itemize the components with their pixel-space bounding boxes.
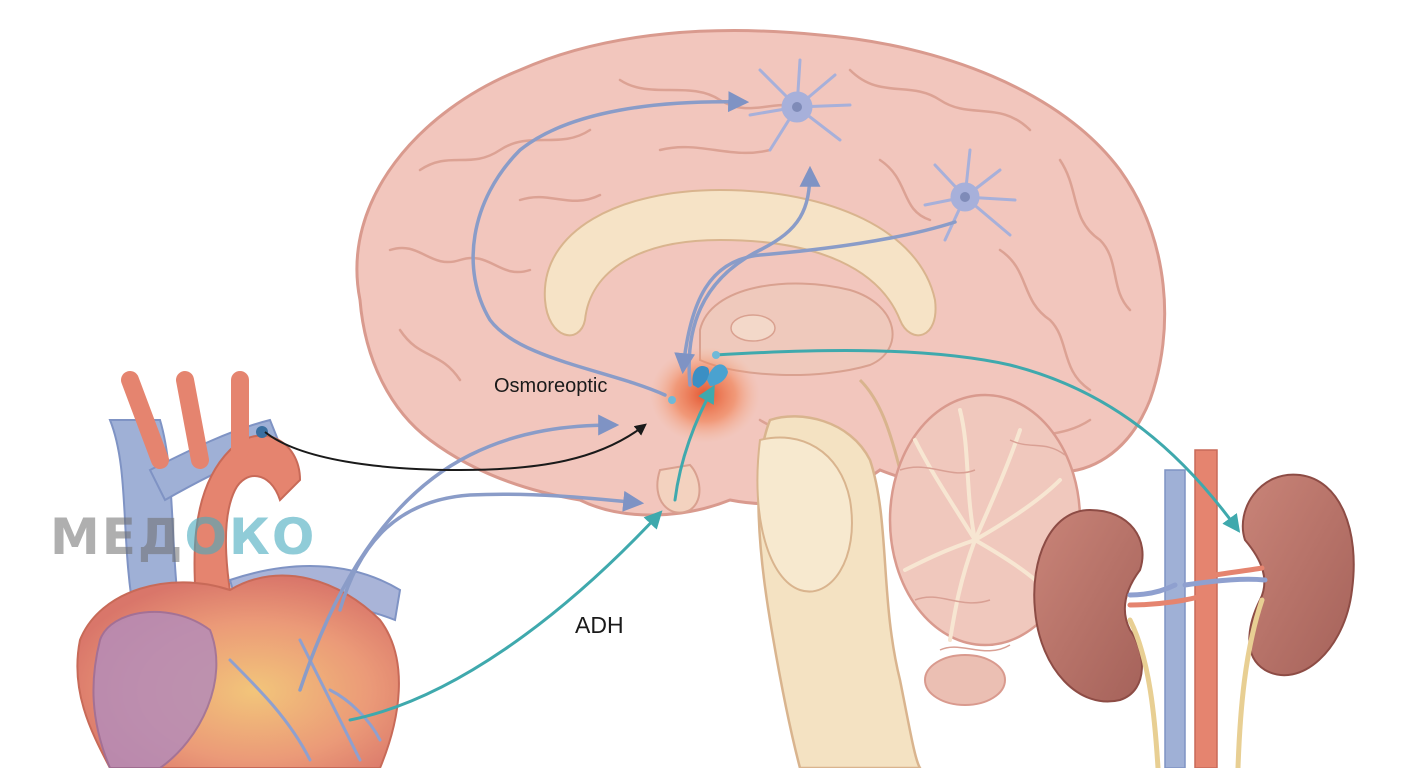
cerebrum (355, 29, 1167, 517)
arrow-to-upper-neuron (471, 91, 750, 397)
osmoreceptor-label: Osmoreoptic (494, 375, 608, 397)
arrow-up-to-lower-neuron (687, 165, 821, 387)
cerebellum (888, 393, 1082, 706)
coronary-vessels (228, 638, 382, 762)
baroreceptor-point (256, 426, 268, 438)
left-atrium (92, 610, 218, 768)
fourth-ventricle-line (858, 378, 902, 471)
adh-pathways (348, 349, 1241, 722)
arrow-baroreceptor-to-hypothalamus (264, 423, 647, 472)
adh-label: ADH (575, 612, 624, 638)
arrow-heart-to-hypothalamus-1 (298, 414, 620, 692)
kidney-left (1033, 508, 1144, 703)
pituitary (656, 463, 701, 514)
arrow-adh-to-kidney (713, 349, 1241, 533)
ureters (1127, 597, 1265, 768)
neuron-upper (748, 58, 852, 152)
corpus-callosum (543, 188, 937, 337)
watermark: МЕДОКО (50, 508, 316, 566)
kidneys (1033, 449, 1355, 768)
pons (756, 436, 853, 593)
aorta-abdominal (1194, 449, 1218, 768)
watermark-part1: МЕД (50, 508, 185, 566)
arrow-from-lower-neuron (674, 220, 957, 375)
osmoreceptor-cells (668, 351, 728, 404)
renal-vessels (1127, 565, 1268, 608)
arrow-adh-from-heart (348, 510, 663, 722)
watermark-part2: ОКО (184, 508, 317, 566)
heart (76, 371, 402, 768)
neural-pathways (298, 91, 957, 692)
neuron-lower (923, 148, 1017, 242)
kidney-right (1241, 473, 1355, 677)
vena-cava (1164, 469, 1186, 768)
arrow-adh-release (673, 384, 715, 502)
aortic-branches (121, 371, 249, 469)
brain (355, 29, 1167, 768)
intermediate-mass (730, 314, 776, 342)
arrow-heart-to-hypothalamus-2 (338, 490, 645, 612)
